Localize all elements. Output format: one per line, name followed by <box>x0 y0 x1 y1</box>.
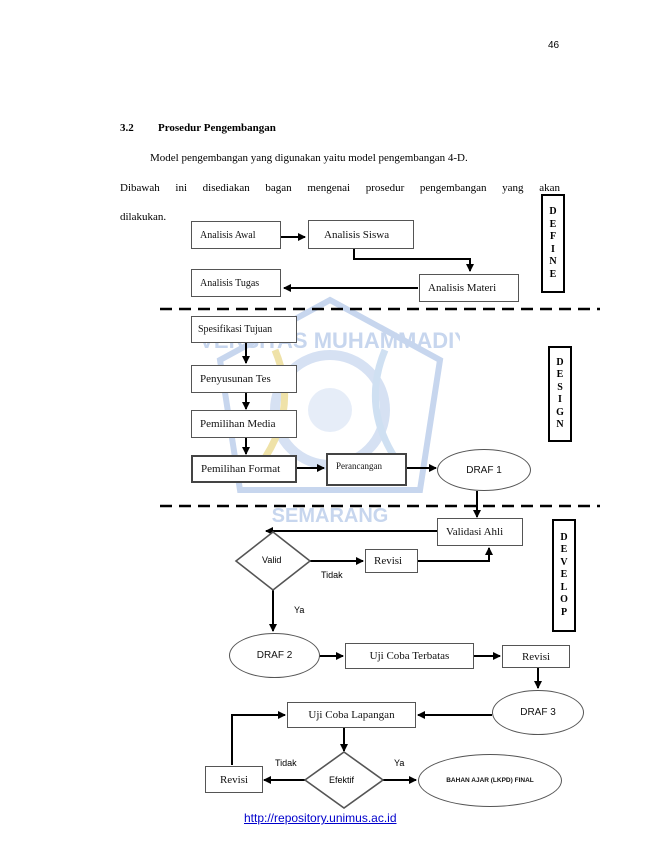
uji-coba-terbatas-box: Uji Coba Terbatas <box>345 643 474 669</box>
paragraph-line-1: Model pengembangan yang digunakan yaitu … <box>150 152 468 164</box>
tidak-2-label: Tidak <box>275 758 297 768</box>
svg-text:SEMARANG: SEMARANG <box>272 505 389 527</box>
revisi-3-box: Revisi <box>205 766 263 793</box>
draf-3-ellipse: DRAF 3 <box>492 690 584 735</box>
phase-letter: L <box>560 581 568 593</box>
draf-1-ellipse: DRAF 1 <box>437 449 531 491</box>
phase-letter: O <box>560 594 568 606</box>
phase-letter: D <box>549 206 557 217</box>
valid-decision-diamond <box>234 530 312 592</box>
perancangan-box: Perancangan <box>326 453 407 486</box>
phase-develop-box: D E V E L O P <box>552 519 576 632</box>
repository-link[interactable]: http://repository.unimus.ac.id <box>244 811 397 825</box>
draf-2-ellipse: DRAF 2 <box>229 633 320 678</box>
revisi-1-box: Revisi <box>365 549 418 573</box>
paragraph-line-3: dilakukan. <box>120 211 167 223</box>
phase-letter: E <box>560 569 568 581</box>
phase-letter: E <box>556 369 564 380</box>
ya-1-label: Ya <box>294 605 305 615</box>
validasi-ahli-box: Validasi Ahli <box>437 518 523 546</box>
phase-letter: N <box>549 256 557 267</box>
phase-letter: N <box>556 419 564 430</box>
tidak-1-label: Tidak <box>321 570 343 580</box>
phase-letter: E <box>549 268 557 280</box>
efektif-decision-diamond <box>303 751 385 809</box>
phase-letter: G <box>556 406 564 418</box>
phase-letter: V <box>560 556 568 568</box>
penyusunan-tes-box: Penyusunan Tes <box>191 365 297 393</box>
uji-coba-lapangan-box: Uji Coba Lapangan <box>287 702 416 728</box>
analisis-awal-box: Analisis Awal <box>191 221 281 249</box>
phase-letter: I <box>558 394 562 405</box>
valid-label: Valid <box>262 555 282 565</box>
paragraph-line-2: Dibawah ini disediakan bagan mengenai pr… <box>120 182 560 194</box>
phase-letter: E <box>549 218 557 230</box>
section-heading: 3.2 Prosedur Pengembangan <box>120 122 276 134</box>
phase-letter: I <box>551 243 555 255</box>
phase-letter: F <box>549 231 557 242</box>
pemilihan-format-box: Pemilihan Format <box>191 455 297 483</box>
page-number: 46 <box>548 40 560 51</box>
efektif-label: Efektif <box>329 775 355 785</box>
phase-design-box: D E S I G N <box>548 346 572 442</box>
phase-letter: S <box>557 381 563 393</box>
section-number: 3.2 <box>120 122 134 134</box>
phase-letter: D <box>560 531 568 543</box>
phase-define-box: D E F I N E <box>541 194 565 293</box>
ya-2-label: Ya <box>394 758 405 768</box>
pemilihan-media-box: Pemilihan Media <box>191 410 297 438</box>
phase-letter: P <box>560 606 568 618</box>
analisis-siswa-box: Analisis Siswa <box>308 220 414 249</box>
phase-letter: D <box>556 356 564 368</box>
bahan-ajar-final-ellipse: BAHAN AJAR (LKPD) FINAL <box>418 754 562 807</box>
analisis-materi-box: Analisis Materi <box>419 274 519 302</box>
analisis-tugas-box: Analisis Tugas <box>191 269 281 297</box>
phase-letter: E <box>560 544 568 556</box>
section-title: Prosedur Pengembangan <box>158 122 276 134</box>
spesifikasi-tujuan-box: Spesifikasi Tujuan <box>191 316 297 343</box>
revisi-2-box: Revisi <box>502 645 570 668</box>
